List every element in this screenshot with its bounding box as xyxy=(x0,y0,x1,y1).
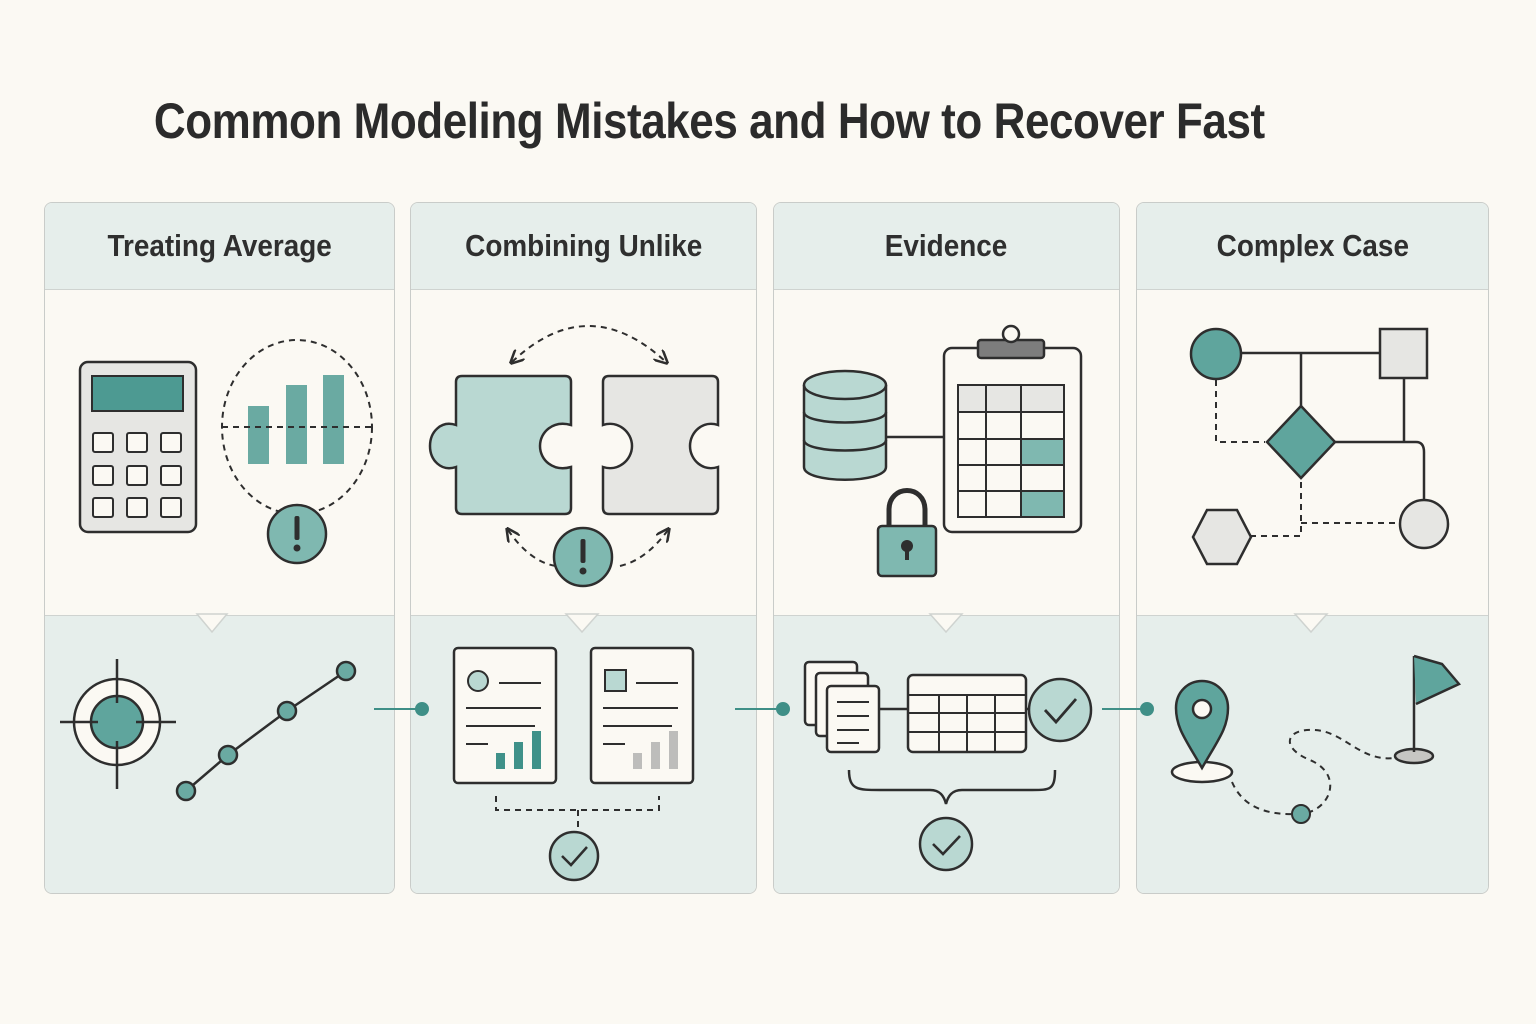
clipboard-table-icon xyxy=(942,324,1083,534)
documents-icon xyxy=(803,660,881,754)
check-icon xyxy=(918,816,974,872)
panel-header: Complex Case xyxy=(1137,203,1488,290)
panel-evidence: Evidence xyxy=(773,202,1120,894)
target-icon xyxy=(60,659,176,789)
report-bars-gray xyxy=(633,731,678,769)
report-bars-teal xyxy=(496,731,541,769)
alert-icon xyxy=(552,526,614,588)
panel-header: Combining Unlike xyxy=(411,203,756,290)
trend-line-icon xyxy=(175,660,357,802)
panel-connectors xyxy=(374,702,1154,716)
panel-heading: Combining Unlike xyxy=(464,228,703,263)
check-icon xyxy=(548,830,600,882)
dashed-bracket xyxy=(495,796,660,828)
puzzle-piece-icon xyxy=(428,374,720,516)
flag-icon xyxy=(1393,654,1462,765)
lock-icon xyxy=(876,488,938,578)
panel-heading: Evidence xyxy=(885,228,1008,263)
bar-chart-icon xyxy=(221,339,373,515)
dashed-path-icon xyxy=(1231,728,1396,824)
section-notches xyxy=(195,613,1329,634)
page-title: Common Modeling Mistakes and How to Reco… xyxy=(153,93,1265,149)
dashed-arrows xyxy=(508,325,668,567)
panel-header: Treating Average xyxy=(45,203,394,290)
panel-heading: Complex Case xyxy=(1216,228,1409,263)
map-pin-icon xyxy=(1170,679,1234,784)
alert-icon xyxy=(266,503,328,565)
panel-treating-average: Treating Average xyxy=(44,202,395,894)
report-card-icon xyxy=(589,646,695,785)
calculator-icon xyxy=(78,360,198,534)
check-icon xyxy=(1027,677,1093,743)
database-icon xyxy=(802,369,888,481)
report-card-icon xyxy=(452,646,558,785)
flowchart-icon xyxy=(1189,327,1450,566)
bracket xyxy=(847,769,1057,805)
table-icon xyxy=(906,673,1028,754)
panel-header: Evidence xyxy=(774,203,1119,290)
panel-heading: Treating Average xyxy=(107,228,332,263)
